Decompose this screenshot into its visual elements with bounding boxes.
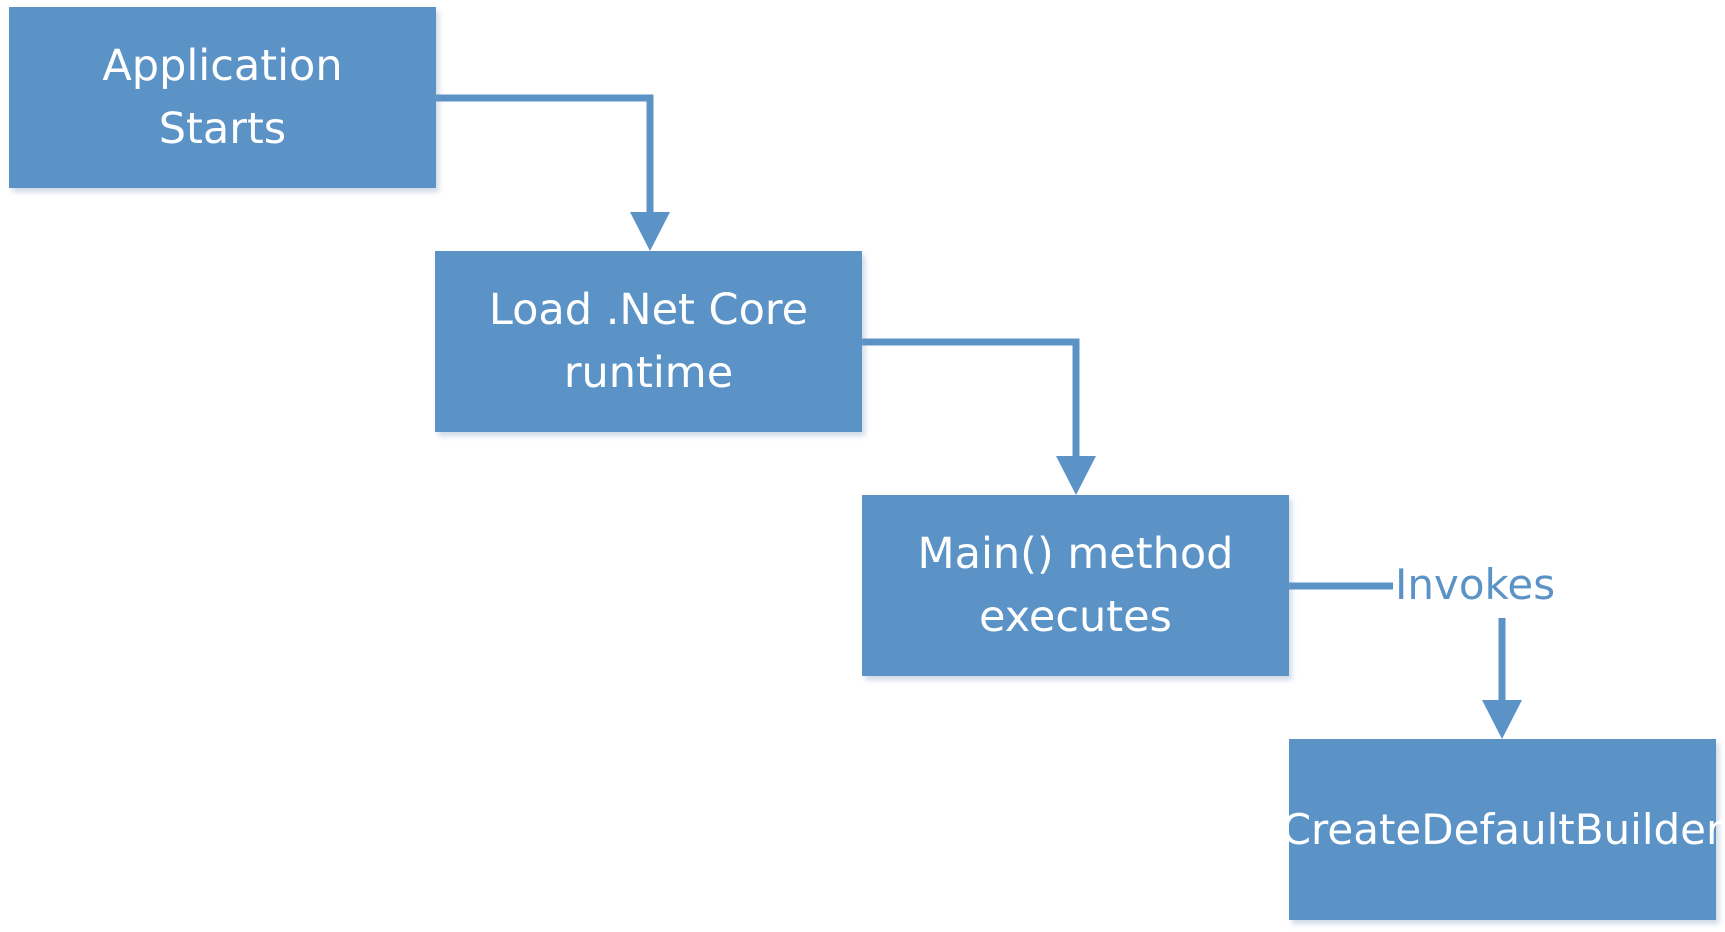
node-application-starts: Application Starts (9, 7, 436, 188)
node-label: Main() method executes (917, 528, 1234, 642)
connector-start-to-runtime (436, 94, 654, 214)
arrowhead-to-main (1056, 456, 1096, 495)
node-create-default-builder: CreateDefaultBuilder (1282, 739, 1723, 920)
node-load-net-core-runtime: Load .Net Core runtime (435, 251, 862, 432)
node-main-method-executes: Main() method executes (862, 495, 1289, 676)
arrowhead-to-builder (1482, 700, 1522, 739)
node-label: Application Starts (102, 40, 343, 154)
node-label: Load .Net Core runtime (488, 284, 809, 398)
edge-label-invokes: Invokes (1393, 560, 1558, 610)
arrowhead-to-runtime (630, 212, 670, 251)
connector-runtime-to-main (862, 338, 1080, 458)
node-label: CreateDefaultBuilder (1281, 805, 1724, 854)
